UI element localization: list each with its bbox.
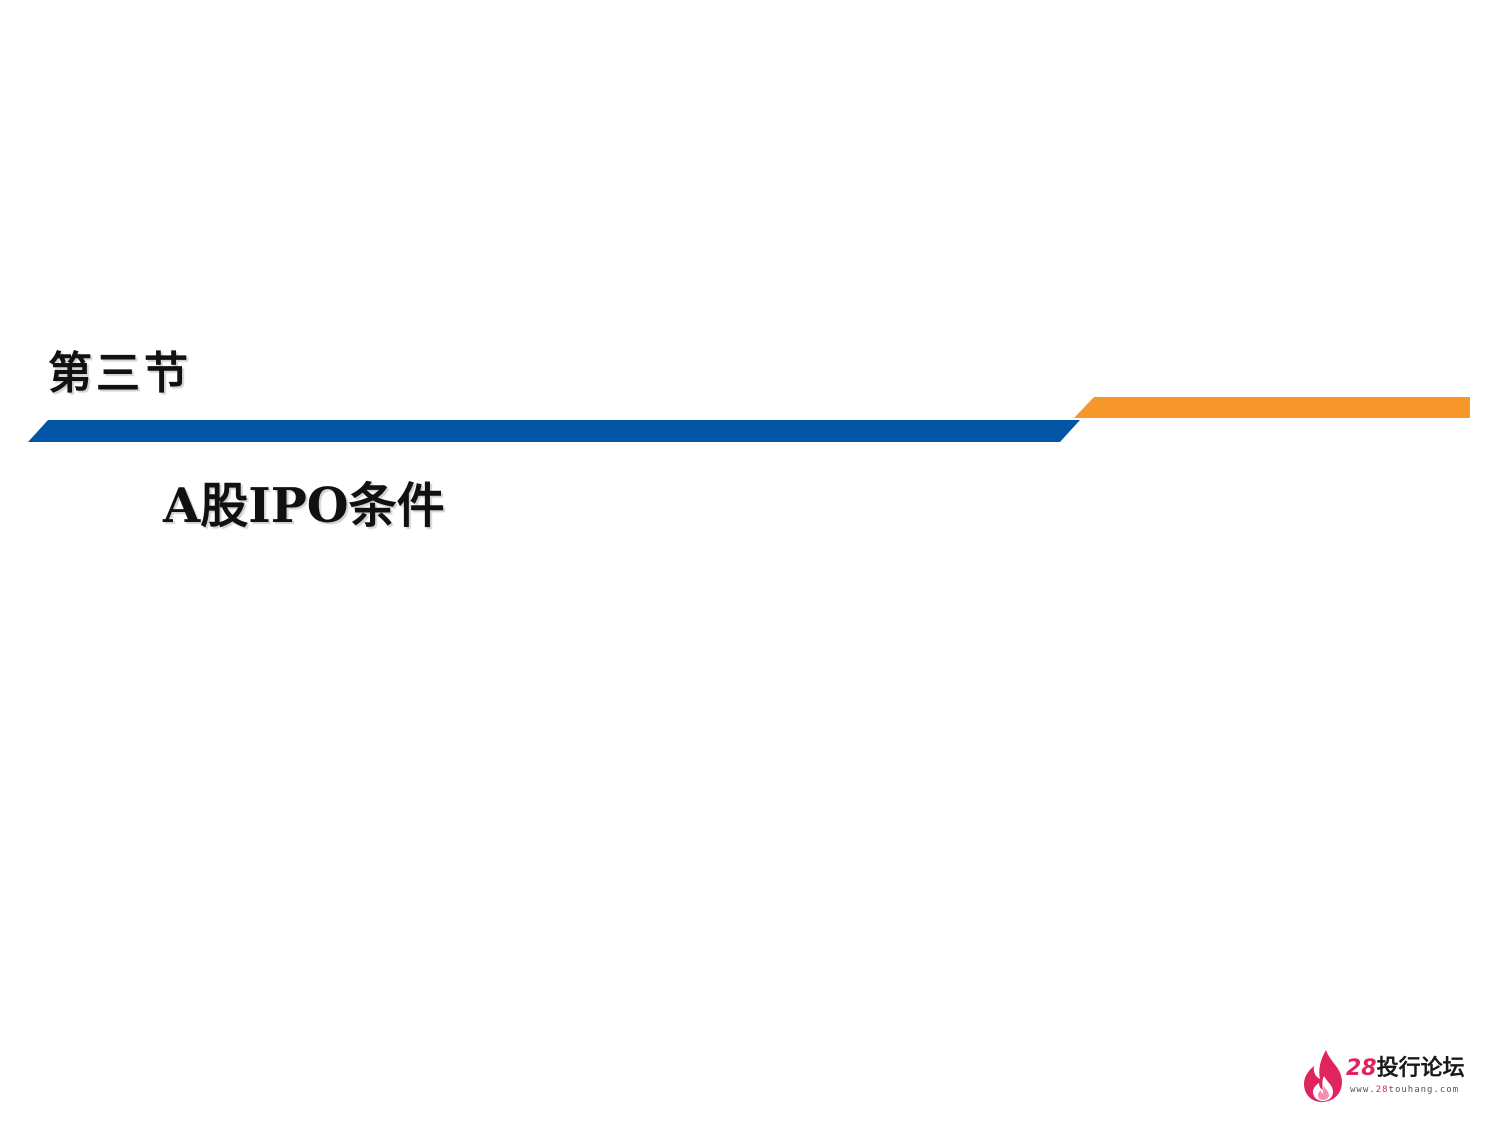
logo-brand-name: 投行论坛 — [1376, 1056, 1465, 1081]
blue-divider-bar — [28, 420, 1080, 442]
logo-url-prefix: www. — [1350, 1085, 1376, 1095]
logo-url-suffix: touhang.com — [1388, 1085, 1460, 1095]
header-divider — [28, 397, 1470, 442]
logo-url: www.28touhang.com — [1350, 1086, 1459, 1095]
orange-divider-bar — [1074, 397, 1470, 418]
brand-logo: 28投行论坛 www.28touhang.com — [1300, 1048, 1480, 1104]
logo-url-number: 28 — [1375, 1085, 1389, 1095]
logo-brand-number: 28 — [1346, 1056, 1377, 1081]
flame-icon — [1304, 1050, 1342, 1102]
section-title: A股IPO条件 — [163, 478, 445, 534]
section-label: 第三节 — [48, 348, 192, 399]
logo-brand-text: 28投行论坛 — [1346, 1058, 1465, 1080]
